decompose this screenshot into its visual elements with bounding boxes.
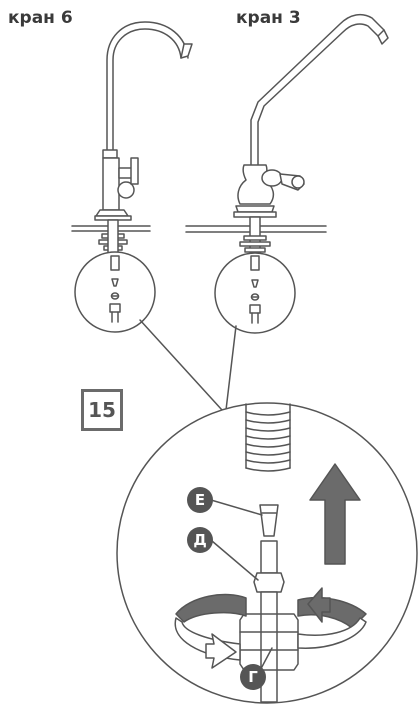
marker-e: Е: [187, 487, 213, 513]
zoom-line-right: [225, 325, 237, 411]
marker-d: Д: [187, 527, 213, 553]
faucet-3-drawing: [185, 13, 389, 334]
faucet-3-label: кран 3: [236, 8, 301, 28]
faucet-6-label: кран 6: [8, 8, 73, 28]
step-number-badge: 15: [81, 389, 123, 431]
zoom-detail: [116, 402, 418, 704]
threaded-pipe: [245, 403, 291, 472]
marker-g: Г: [240, 664, 266, 690]
zoom-line-left: [139, 319, 223, 411]
rotation-arrows: [174, 587, 367, 669]
up-arrow-icon: [309, 463, 361, 565]
faucet-6-drawing: [71, 21, 193, 333]
